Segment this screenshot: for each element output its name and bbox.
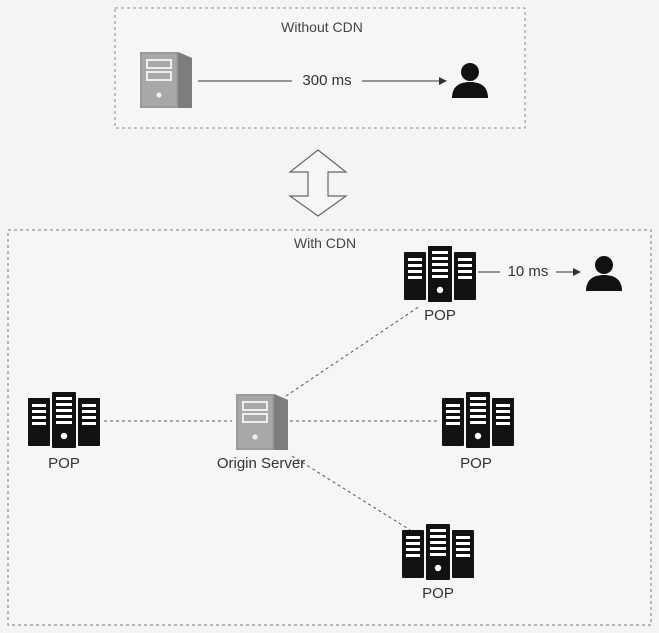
origin-server-icon (139, 51, 193, 109)
pop-label-left: POP (48, 455, 80, 472)
double-arrow-icon (288, 149, 348, 217)
pop-server-icon (402, 524, 474, 580)
without-cdn-title: Without CDN (281, 19, 363, 35)
link-origin-to-pop-bottom (291, 455, 411, 531)
with-cdn-panel (7, 229, 652, 626)
latency-label-with-cdn: 10 ms (507, 263, 549, 280)
pop-label-top: POP (424, 307, 456, 324)
pop-server-icon (28, 392, 100, 448)
pop-server-icon (442, 392, 514, 448)
with-cdn-title: With CDN (293, 235, 357, 251)
link-origin-to-pop-top (285, 305, 421, 397)
pop-label-right: POP (460, 455, 492, 472)
pop-server-icon (404, 246, 476, 302)
pop-label-bottom: POP (422, 585, 454, 602)
origin-server-label: Origin Server (216, 455, 306, 472)
latency-label-without-cdn: 300 ms (302, 72, 352, 89)
origin-server-icon (235, 393, 289, 451)
